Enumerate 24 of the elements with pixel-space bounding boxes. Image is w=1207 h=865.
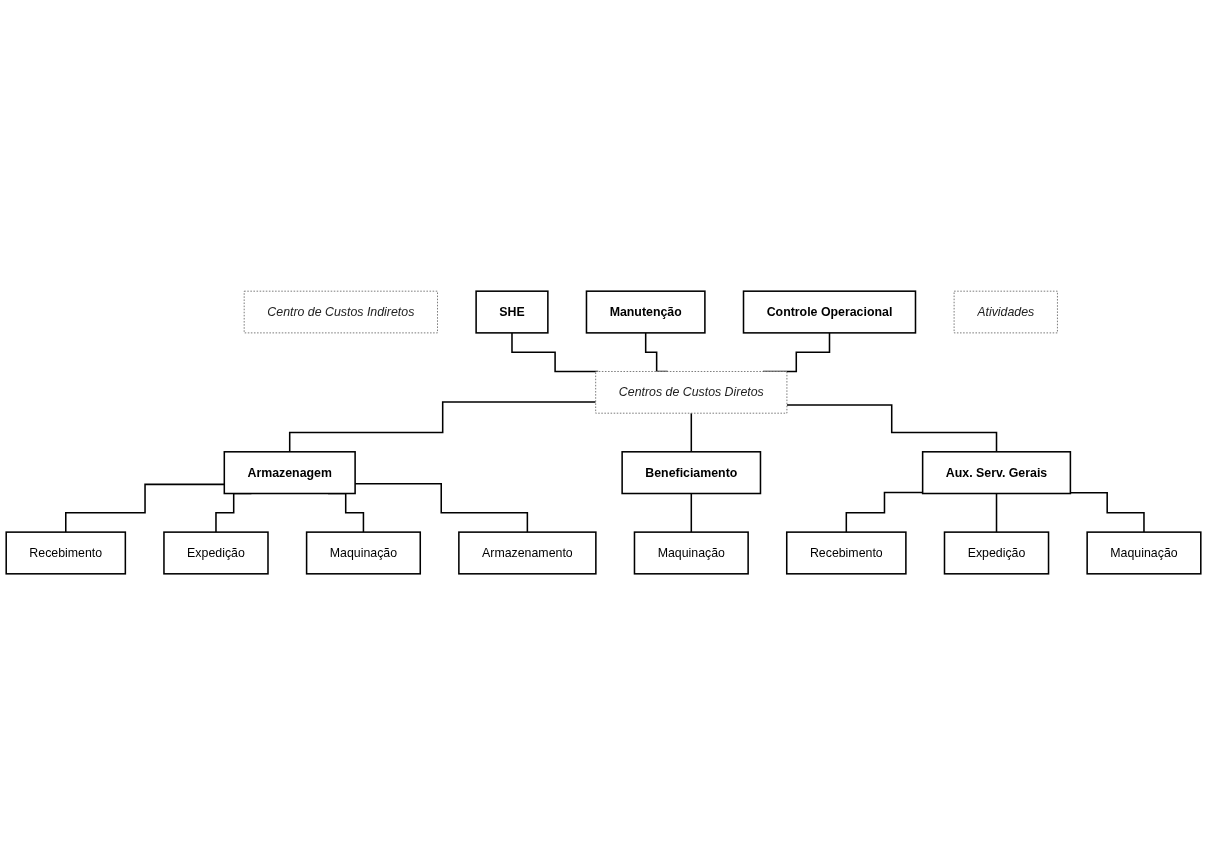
node-box: Controle Operacional: [742, 290, 917, 334]
connector: [690, 412, 693, 453]
node-box: Centros de Custos Diretos: [595, 371, 788, 414]
connector: [1069, 492, 1145, 533]
node-box: Manutenção: [585, 290, 706, 334]
node-box: Beneficiamento: [621, 451, 762, 495]
connector: [786, 404, 998, 453]
node-box: Atividades: [953, 290, 1058, 334]
node-box: Centro de Custos Indiretos: [243, 290, 438, 334]
node-box: SHE: [475, 290, 549, 334]
connector: [690, 492, 693, 533]
connector: [288, 401, 597, 453]
node-box: Maquinação: [1086, 531, 1202, 575]
node-box: Recebimento: [785, 531, 907, 575]
node-box: Aux. Serv. Gerais: [921, 451, 1072, 495]
node-box: Armazenagem: [223, 451, 356, 495]
connector: [845, 491, 924, 533]
node-box: Maquinação: [633, 531, 749, 575]
node-box: Expedição: [163, 531, 269, 575]
node-box: Expedição: [943, 531, 1050, 575]
node-box: Armazenamento: [458, 531, 597, 575]
node-box: Maquinação: [305, 531, 422, 575]
node-box: Recebimento: [5, 531, 127, 575]
connector: [995, 492, 998, 533]
